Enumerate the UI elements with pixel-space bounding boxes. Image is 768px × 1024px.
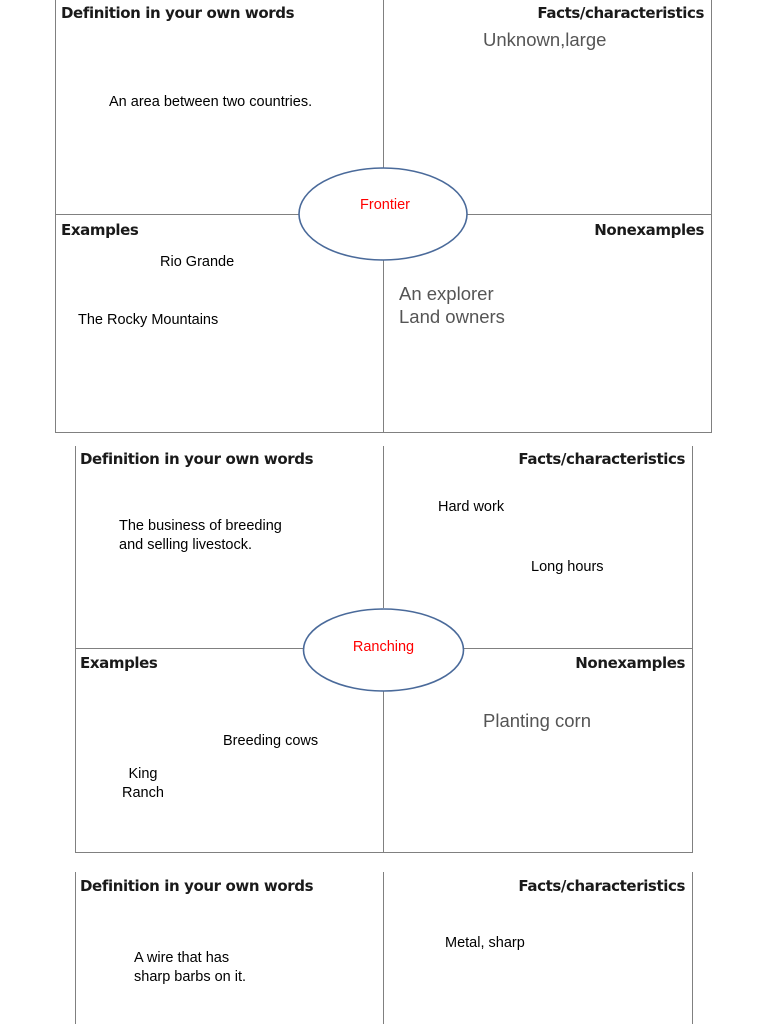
facts-text: Long hours: [531, 559, 604, 575]
center-oval: [302, 608, 465, 692]
nonexamples-header: Nonexamples: [594, 221, 704, 239]
examples-header: Examples: [80, 654, 158, 672]
definition-text: An area between two countries.: [109, 94, 313, 110]
examples-header: Examples: [61, 221, 139, 239]
grid-lines: [55, 0, 712, 433]
definition-text: The business of breeding and selling liv…: [119, 518, 282, 553]
definition-header: Definition in your own words: [80, 450, 314, 468]
frayer-model-ranching: Definition in your own words Facts/chara…: [0, 440, 768, 860]
nonexamples-header: Nonexamples: [575, 654, 685, 672]
facts-text: Unknown,large: [483, 29, 607, 50]
center-oval: [298, 167, 468, 261]
facts-text: Metal, sharp: [445, 935, 525, 951]
grid-lines: [75, 446, 693, 853]
definition-header: Definition in your own words: [80, 877, 314, 895]
example-text: King Ranch: [122, 766, 164, 801]
center-word: Ranching: [352, 639, 415, 655]
center-word: Frontier: [360, 197, 410, 213]
example-text: Rio Grande: [160, 254, 235, 270]
facts-header: Facts/characteristics: [537, 4, 704, 22]
frayer-model-frontier: Definition in your own words Facts/chara…: [0, 0, 768, 440]
definition-text: A wire that has sharp barbs on it.: [134, 950, 247, 985]
example-text: The Rocky Mountains: [78, 312, 219, 328]
definition-header: Definition in your own words: [61, 4, 295, 22]
nonexample-text: An explorer Land owners: [399, 283, 505, 327]
nonexample-text: Planting corn: [483, 710, 591, 731]
example-text: Breeding cows: [223, 733, 319, 749]
facts-text: Hard work: [438, 499, 505, 515]
frayer-model-barbed-wire: Definition in your own words Facts/chara…: [0, 866, 768, 1024]
facts-header: Facts/characteristics: [518, 877, 685, 895]
grid-lines: [75, 872, 693, 1024]
facts-header: Facts/characteristics: [518, 450, 685, 468]
